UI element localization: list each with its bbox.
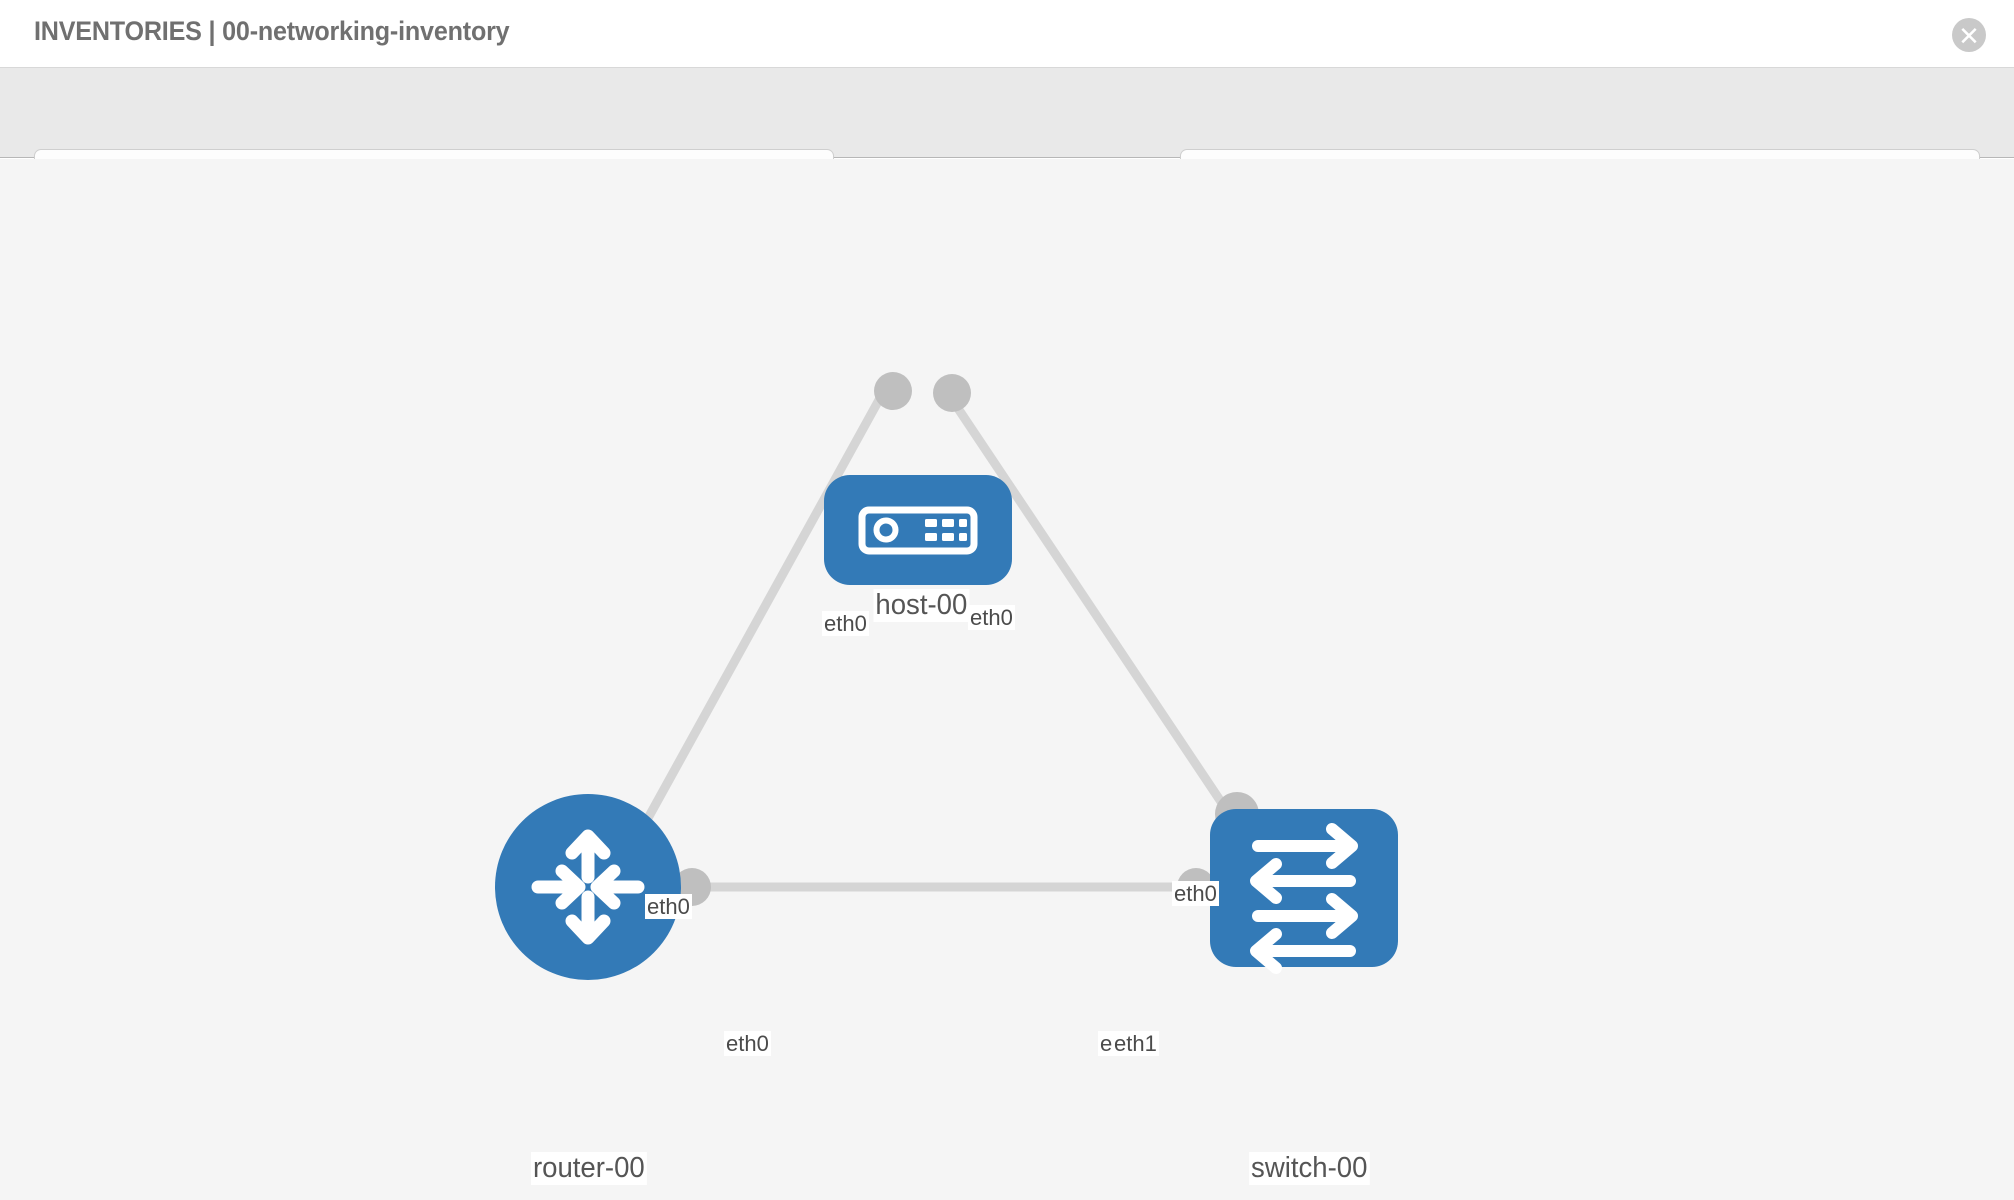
toolbar: ACTIONS SEARCH [0,68,2014,202]
connector-host-left [874,372,912,410]
topology-graph [495,372,1398,980]
node-label-router-00: router-00 [531,1152,647,1186]
node-host-00 [824,475,1012,585]
iface-label-switch-left: eth1 [1112,1031,1159,1057]
node-switch-00 [1210,809,1398,974]
close-button[interactable] [1952,18,1986,52]
node-label-host-00: host-00 [873,589,970,623]
iface-label-switch-upper: eth0 [1172,881,1219,907]
connector-host-right [933,374,971,412]
iface-label-router-right: eth0 [724,1031,771,1057]
node-label-switch-00: switch-00 [1249,1152,1370,1186]
iface-label-host-left: eth0 [822,611,869,637]
iface-label-router-upper: eth0 [645,894,692,920]
close-icon [1961,28,1977,44]
link-host-router [606,386,889,890]
page-title: INVENTORIES | 00-networking-inventory [34,16,510,46]
topology-connectors [673,372,1259,906]
node-router-00 [495,794,681,980]
topology-canvas[interactable]: host-00 router-00 switch-00 eth0 eth0 et… [0,159,2014,1200]
topology-links [606,386,1282,892]
iface-label-host-right: eth0 [968,605,1015,631]
page-header: INVENTORIES | 00-networking-inventory [0,0,2014,68]
